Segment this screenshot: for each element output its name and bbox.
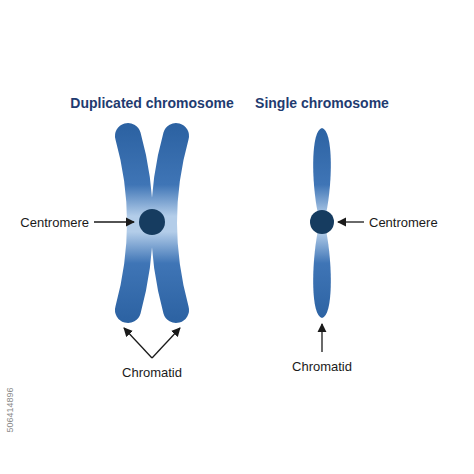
centromere-dot xyxy=(139,209,165,235)
heading: Single chromosome xyxy=(255,95,389,111)
chromatid-arm xyxy=(313,230,331,318)
leader-arrow xyxy=(152,328,180,358)
part-label: Centromere xyxy=(369,215,438,230)
heading: Duplicated chromosome xyxy=(70,95,233,111)
part-label: Centromere xyxy=(20,215,89,230)
part-label: Chromatid xyxy=(292,359,352,374)
centromere-dot xyxy=(310,210,334,234)
part-label: Chromatid xyxy=(122,365,182,380)
watermark: 506414896 xyxy=(5,387,15,432)
leader-arrow xyxy=(321,324,322,352)
chromatid-arm xyxy=(313,128,331,214)
leader-arrow xyxy=(124,328,152,358)
chromatid-arm xyxy=(128,136,140,310)
leader-arrow xyxy=(338,221,364,222)
chromatid-arm xyxy=(164,136,176,310)
leader-arrow xyxy=(94,221,134,222)
